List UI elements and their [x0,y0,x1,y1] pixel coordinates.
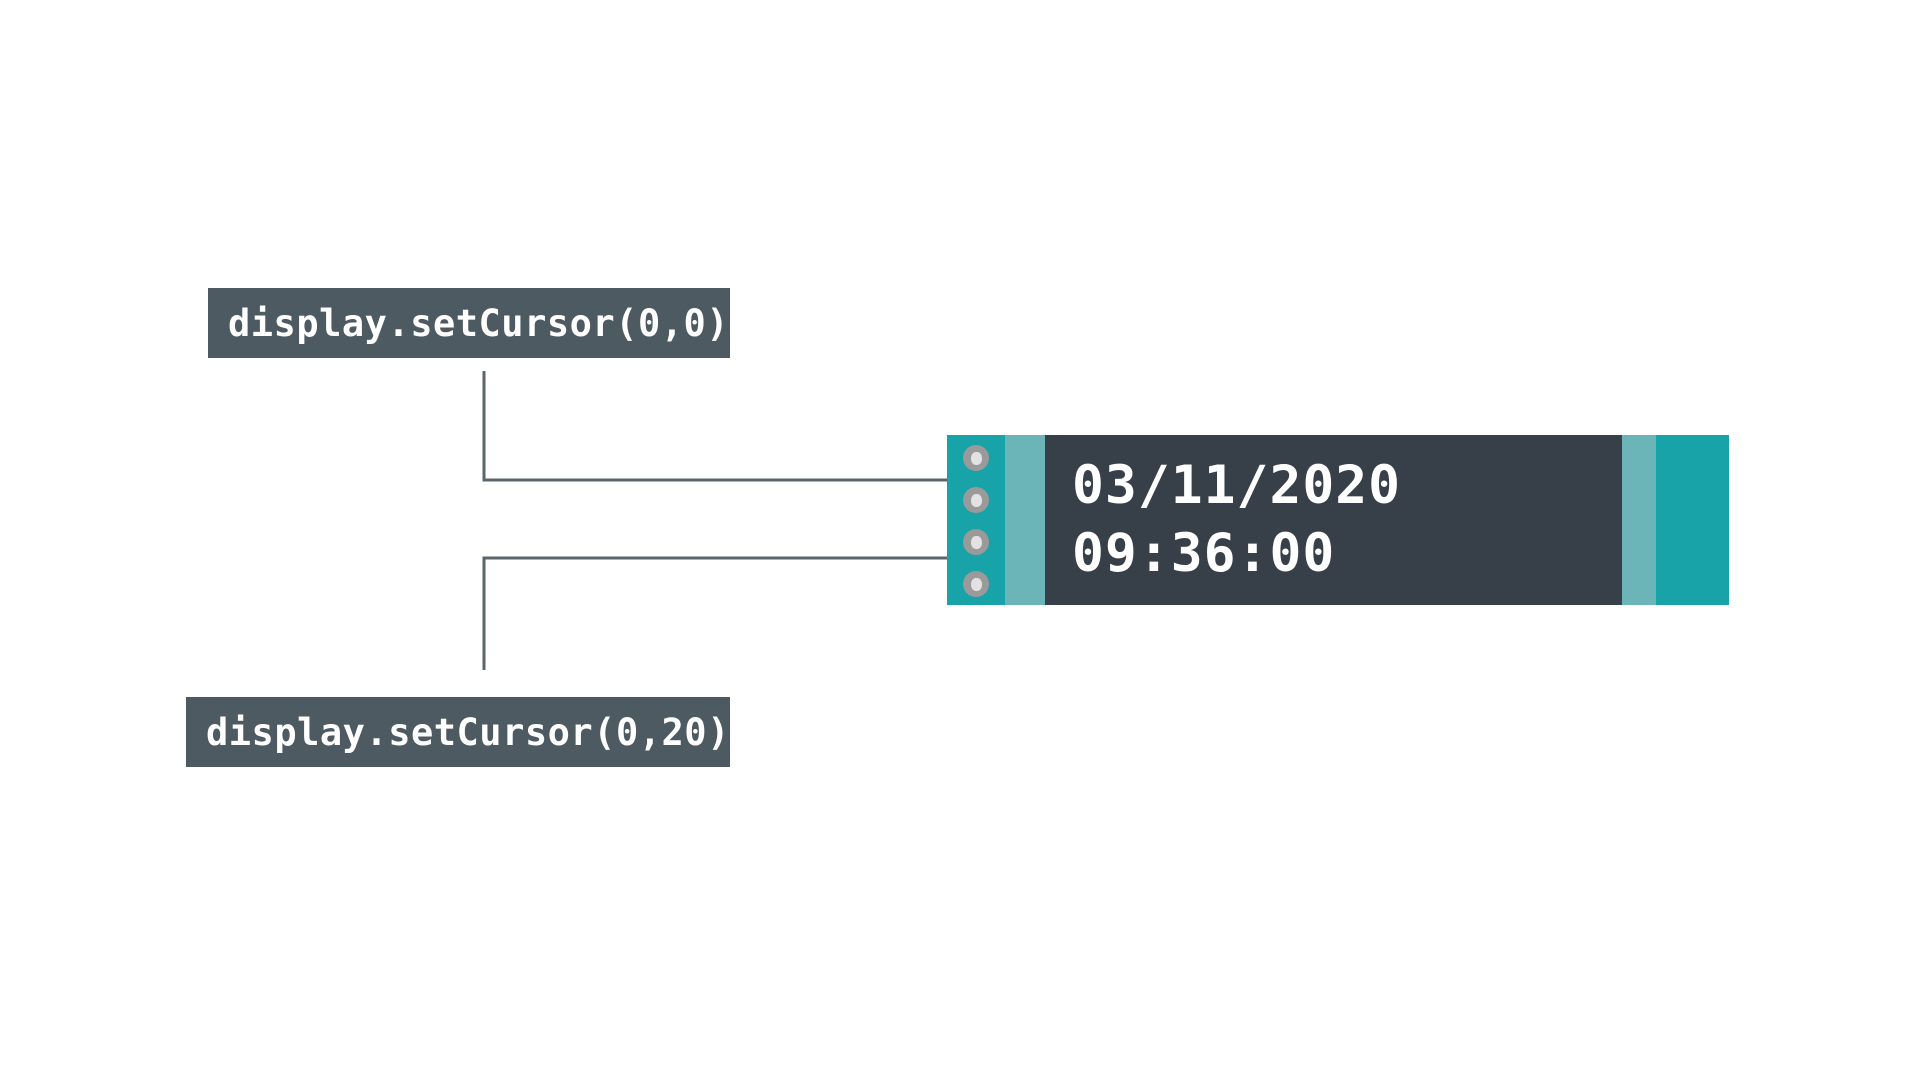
pin-header-hole-icon [963,445,989,471]
lcd-line-1-date: 03/11/2020 [1072,455,1402,516]
pin-header-hole-icon [963,529,989,555]
pin-header-hole-icon [963,487,989,513]
annotation-label-text: display.setCursor(0,20) [206,710,730,754]
annotation-label-text: display.setCursor(0,0) [228,301,730,345]
bezel-right-strip [1656,435,1729,605]
display-module: 03/11/2020 09:36:00 [947,435,1729,605]
bezel-left-pin-strip [947,435,1005,605]
bezel-right-accent [1622,435,1656,605]
pin-header-hole-icon [963,571,989,597]
annotation-label-cursor-second-line: display.setCursor(0,20) [186,697,730,767]
lcd-screen: 03/11/2020 09:36:00 [1045,435,1622,605]
lcd-line-2-time: 09:36:00 [1072,523,1336,584]
bezel-left-accent [1005,435,1045,605]
annotation-label-cursor-origin: display.setCursor(0,0) [208,288,730,358]
